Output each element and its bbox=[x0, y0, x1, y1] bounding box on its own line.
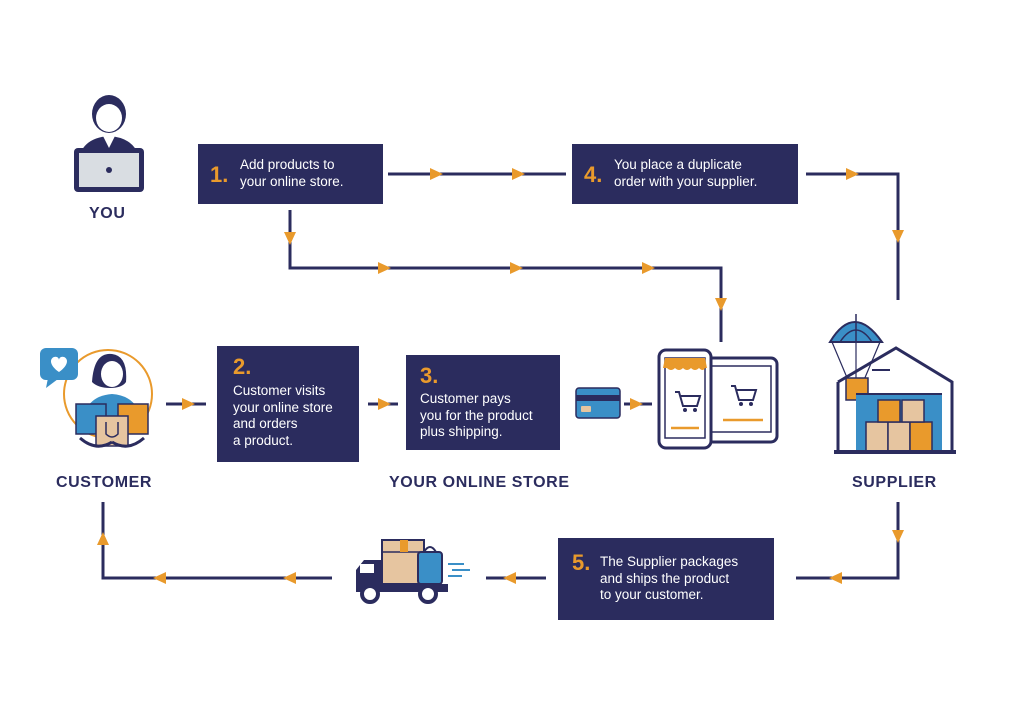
connector-step1-to-store bbox=[288, 210, 723, 342]
actor-you-label: YOU bbox=[89, 205, 126, 222]
warehouse-parachute-icon bbox=[826, 308, 956, 454]
delivery-truck-icon bbox=[352, 536, 474, 606]
customer-icon bbox=[36, 342, 162, 452]
step-2-number: 2. bbox=[233, 354, 252, 379]
connector-step4-to-supplier bbox=[806, 172, 900, 300]
actor-supplier-label: SUPPLIER bbox=[852, 474, 937, 491]
step-5-text: The Supplier packages and ships the prod… bbox=[600, 554, 739, 602]
actor-customer-label: CUSTOMER bbox=[56, 474, 153, 491]
step-3-box: 3. Customer pays you for the product plu… bbox=[406, 355, 560, 450]
devices-cart-icon bbox=[655, 344, 781, 452]
actor-store-label: YOUR ONLINE STORE bbox=[389, 474, 570, 491]
step-3-text: Customer pays you for the product plus s… bbox=[420, 391, 533, 439]
connector-supplier-to-step5 bbox=[796, 502, 900, 580]
step-1-text: Add products to your online store. bbox=[240, 157, 344, 189]
step-4-box: 4. You place a duplicate order with your… bbox=[572, 144, 798, 204]
credit-card-icon bbox=[575, 387, 621, 419]
step-3-number: 3. bbox=[420, 363, 439, 388]
step-5-box: 5. The Supplier packages and ships the p… bbox=[558, 538, 774, 620]
step-4-number: 4. bbox=[584, 162, 603, 187]
chat-heart-icon bbox=[40, 348, 78, 388]
step-5-number: 5. bbox=[572, 550, 591, 575]
arrowheads bbox=[97, 168, 904, 584]
connector-truck-to-customer bbox=[101, 502, 332, 580]
step-2-box: 2. Customer visits your online store and… bbox=[217, 346, 359, 462]
person-laptop-icon bbox=[70, 92, 148, 196]
step-1-box: 1. Add products to your online store. bbox=[198, 144, 383, 204]
step-2-text: Customer visits your online store and or… bbox=[233, 383, 333, 448]
step-1-number: 1. bbox=[210, 162, 229, 187]
step-4-text: You place a duplicate order with your su… bbox=[614, 157, 758, 189]
